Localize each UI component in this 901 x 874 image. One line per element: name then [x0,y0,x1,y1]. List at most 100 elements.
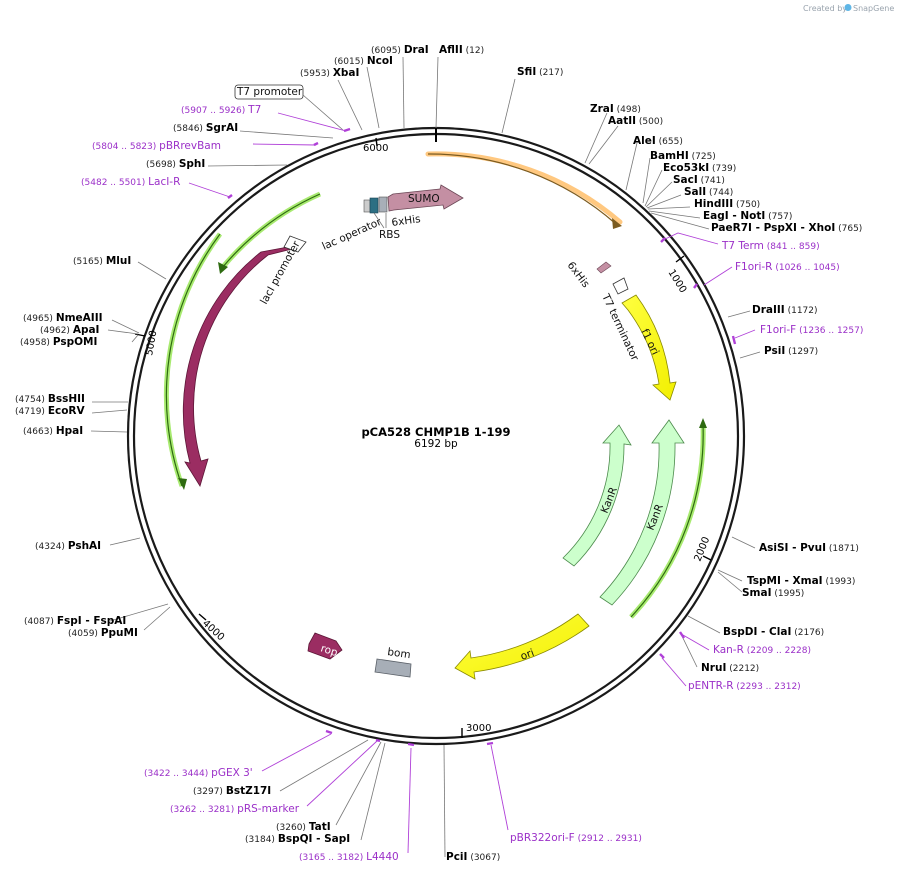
site-name: EcoRV [48,405,86,417]
site-name: ApaI [73,324,100,336]
site-position: (4962) [40,326,70,336]
site-position: (3184) [245,835,275,845]
rbs-label: RBS [379,229,400,241]
site-name: BstZ17I [226,785,271,797]
site-position: (1172) [788,306,818,316]
site-label-31: (4719) EcoRV [15,405,86,417]
his-top-label: 6xHis [391,213,422,229]
site-label-38: (4059) PpuMI [68,627,138,639]
site-name: LacI-R [148,176,180,188]
site-position: (1297) [788,347,818,357]
bom-label: bom [387,646,412,661]
site-position: (4754) [15,395,45,405]
rop-feature[interactable] [307,632,343,660]
site-label-50: pBR322ori-F (2912 .. 2931) [510,832,642,844]
site-name: AsiSI - PvuI [759,542,826,554]
site-label-43: (3422 .. 3444) pGEX 3' [144,767,253,779]
kanr-feature-outer[interactable] [599,419,685,606]
snapgene-brand: SnapGene [853,4,894,13]
site-position: (3297) [193,787,223,797]
plasmid-length: 6192 bp [414,438,458,450]
site-label-34: AsiSI - PvuI (1871) [759,542,859,554]
site-name: F1ori-F [760,324,796,336]
site-name: XbaI [333,67,360,79]
site-position: (739) [712,164,736,174]
site-label-3: SfiI (217) [517,66,563,78]
feature-name: T7 promoter [236,86,303,98]
site-position: (750) [736,200,760,210]
snapgene-logo-icon [844,4,852,11]
site-position: (725) [692,152,716,162]
site-name: MluI [106,255,131,267]
laci-feature[interactable] [182,246,294,487]
site-name: BamHI [650,150,689,162]
site-label-8: AatII (500) [608,115,663,127]
site-position: (757) [768,212,792,222]
site-position: (2293 .. 2312) [736,682,800,692]
site-position: (5165) [73,257,103,267]
f1-ori-feature[interactable] [621,294,677,401]
sumo-feature[interactable] [387,184,464,212]
site-label-30: (4754) BssHII [15,393,85,405]
sumo-label: SUMO [408,193,440,205]
t7-terminator-arrow [612,277,629,295]
site-name: AatII [608,115,636,127]
site-label-1: AflII (12) [439,44,484,56]
kanr-label-1: KanR [599,486,620,516]
site-label-12: BamHI (725) [650,150,716,162]
site-name: HpaI [56,425,83,437]
site-position: (744) [709,188,733,198]
site-name: AflII [439,44,463,56]
site-name: SacI [673,174,698,186]
site-name: NruI [701,662,726,674]
site-name: pGEX 3' [211,767,253,779]
his-tag-block [378,196,388,213]
site-label-10: AleI (655) [633,135,683,147]
site-label-17: SalI (744) [684,186,733,198]
site-position: (3422 .. 3444) [144,769,208,779]
site-name: DraIII [752,304,785,316]
site-name: pBR322ori-F [510,832,575,844]
site-label-47: (3184) BspQI - SapI [245,833,350,845]
site-position: (741) [701,176,725,186]
site-position: (655) [659,137,683,147]
site-label-42: pENTR-R (2293 .. 2312) [688,680,801,692]
site-label-40: Kan-R (2209 .. 2228) [713,644,811,656]
site-name: SalI [684,186,706,198]
site-position: (1236 .. 1257) [799,326,863,336]
site-label-32: (4663) HpaI [23,425,83,437]
site-label-48: (3165 .. 3182) L4440 [299,851,399,863]
site-position: (5907 .. 5926) [181,106,245,116]
site-name: F1ori-R [735,261,772,273]
site-name: SmaI [742,587,772,599]
site-name: PshAI [68,540,101,552]
site-label-22: (5165) MluI [73,255,131,267]
site-position: (3067) [470,853,500,863]
site-label-41: NruI (2212) [701,662,759,674]
his-right-label: 6xHis [565,260,592,291]
site-label-11: (5804 .. 5823) pBRrevBam [92,140,221,152]
ori-feature[interactable] [454,613,590,680]
site-name: PaeR7I - PspXI - XhoI [711,222,835,234]
site-label-44: (3297) BstZ17I [193,785,271,797]
site-position: (4324) [35,542,65,552]
created-by-text: Created by [803,4,847,13]
orf-arc-top [425,151,623,225]
site-name: Kan-R [713,644,744,656]
rbs-block [369,197,379,214]
site-name: Eco53kI [663,162,709,174]
site-label-24: DraIII (1172) [752,304,818,316]
kanr-feature-inner[interactable] [562,424,632,567]
site-position: (1993) [825,577,855,587]
site-position: (498) [617,105,641,115]
site-position: (5698) [146,160,176,170]
site-name: PpuMI [101,627,138,639]
site-label-19: EagI - NotI (757) [703,210,792,222]
tick-5000: 5000 [144,330,159,357]
tick-1000: 1000 [665,268,688,295]
ori-label: ori [519,647,536,663]
site-position: (2209 .. 2228) [747,646,811,656]
site-position: (12) [466,46,484,56]
